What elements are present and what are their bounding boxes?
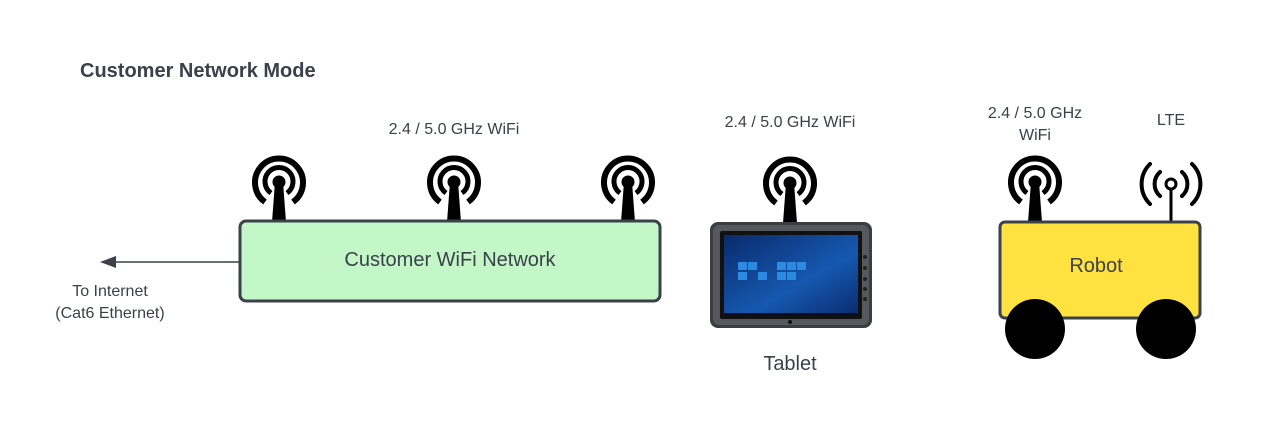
tablet-label: Tablet: [763, 353, 817, 375]
arrow-head-icon: [100, 256, 116, 268]
robot-wheel-right: [1136, 299, 1196, 359]
router-antenna-label: 2.4 / 5.0 GHz WiFi: [389, 121, 520, 138]
robot-label: Robot: [1069, 255, 1123, 277]
wifi-antenna-icon: [766, 160, 814, 223]
robot-lte-label: LTE: [1157, 112, 1185, 129]
robot-wheel-left: [1005, 299, 1065, 359]
uplink-label-line2: (Cat6 Ethernet): [55, 305, 164, 322]
robot-wifi-label-line2: WiFi: [1019, 127, 1051, 144]
wifi-antenna-icon: [604, 159, 652, 222]
diagram-title: Customer Network Mode: [80, 60, 316, 82]
lte-antenna-icon: [1139, 162, 1203, 224]
wifi-antenna-icon: [1011, 159, 1059, 222]
customer-wifi-network-box: [238, 219, 662, 303]
wifi-antenna-icon: [430, 159, 478, 222]
wifi-antenna-icon: [255, 159, 303, 222]
robot-wifi-label-line1: 2.4 / 5.0 GHz: [988, 105, 1082, 122]
tablet-antenna-label: 2.4 / 5.0 GHz WiFi: [725, 114, 856, 131]
tablet-device: [710, 222, 872, 328]
uplink-label-line1: To Internet: [72, 283, 148, 300]
robot-body: [998, 220, 1202, 320]
router-label: Customer WiFi Network: [344, 249, 556, 271]
